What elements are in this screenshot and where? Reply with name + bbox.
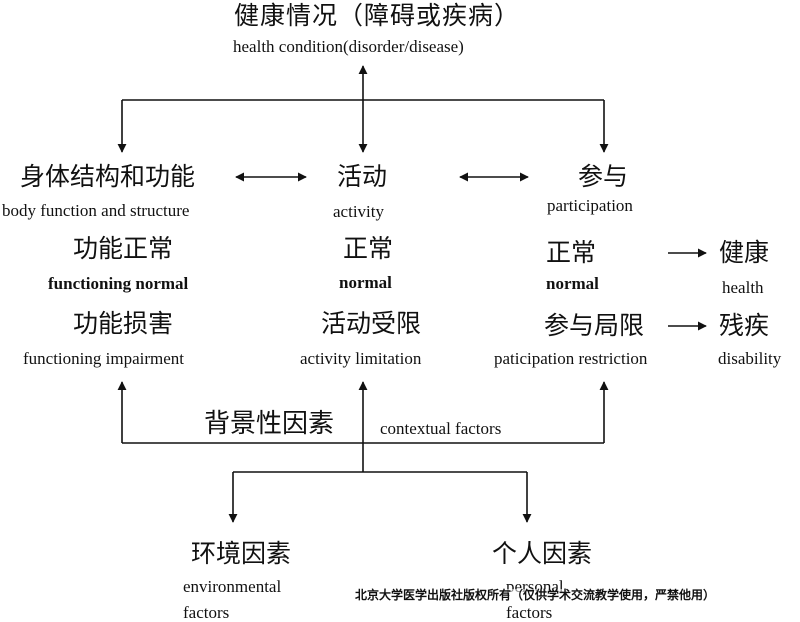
- health-condition-zh: 健康情况（障碍或疾病）: [234, 1, 521, 30]
- activity-en: activity: [333, 202, 384, 221]
- health-zh: 健康: [719, 238, 770, 267]
- participation-restriction-en: paticipation restriction: [494, 349, 648, 368]
- copyright-watermark: 北京大学医学出版社版权所有（仅供学术交流教学使用，严禁他用）: [355, 588, 716, 602]
- functioning-impairment-en: functioning impairment: [23, 349, 184, 368]
- environmental-factors-en-line1: environmental: [183, 577, 282, 596]
- participation-zh: 参与: [578, 162, 629, 191]
- health-en: health: [722, 278, 764, 297]
- normal-participation-en: normal: [546, 274, 599, 293]
- activity-limitation-zh: 活动受限: [321, 309, 422, 338]
- normal-participation-zh: 正常: [546, 238, 597, 267]
- body-function-zh: 身体结构和功能: [20, 162, 196, 191]
- normal-activity-zh: 正常: [343, 234, 394, 263]
- health-condition-en: health condition(disorder/disease): [233, 37, 464, 56]
- activity-limitation-en: activity limitation: [300, 349, 422, 368]
- activity-zh: 活动: [337, 162, 388, 191]
- contextual-factors-en: contextual factors: [380, 419, 502, 438]
- personal-factors-en-line2: factors: [506, 603, 553, 622]
- disability-en: disability: [718, 349, 782, 368]
- body-function-en: body function and structure: [2, 201, 190, 220]
- participation-restriction-zh: 参与局限: [544, 311, 645, 340]
- personal-factors-zh: 个人因素: [492, 539, 593, 568]
- participation-en: participation: [547, 196, 633, 215]
- disability-zh: 残疾: [719, 311, 770, 340]
- environmental-factors-en-line2: factors: [183, 603, 230, 622]
- functioning-normal-zh: 功能正常: [73, 234, 174, 263]
- environmental-factors-zh: 环境因素: [191, 539, 292, 568]
- functioning-normal-en: functioning normal: [48, 274, 189, 293]
- contextual-factors-zh: 背景性因素: [204, 409, 335, 439]
- normal-activity-en: normal: [339, 273, 392, 292]
- functioning-impairment-zh: 功能损害: [73, 309, 174, 338]
